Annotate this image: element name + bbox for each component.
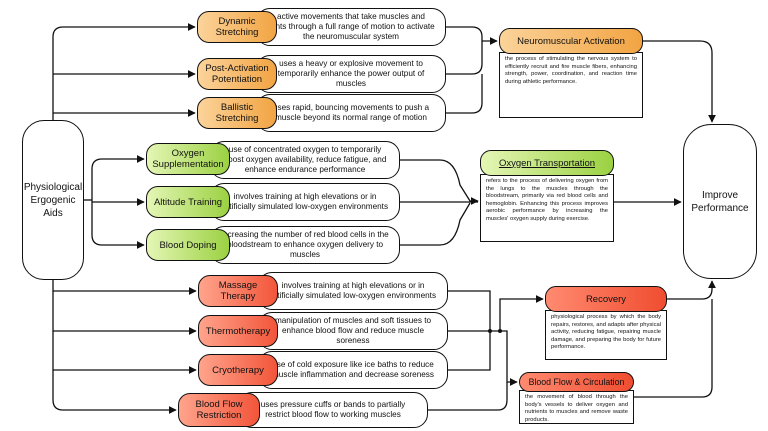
mechanism-node-neuromuscular-activation: Neuromuscular Activation (499, 28, 643, 54)
method-node-blood-doping: Blood Doping (146, 229, 230, 261)
method-desc-blood-doping: increasing the number of red blood cells… (210, 226, 400, 264)
edge-dynamic-to-neuromuscular (446, 26, 498, 45)
edge-root-blood-doping (91, 200, 145, 249)
method-desc-cryotherapy: use of cold exposure like ice baths to r… (258, 351, 448, 389)
method-desc-ballistic-stretching: uses rapid, bouncing movements to push a… (256, 94, 446, 132)
edge-circulation-to-improve (634, 299, 713, 398)
method-desc-dynamic-stretching: active movements that take muscles and j… (256, 8, 446, 46)
edge-root-thermotherapy (52, 291, 197, 335)
method-node-thermotherapy: Thermotherapy (198, 315, 278, 347)
edge-recovery-to-improve (667, 280, 716, 300)
method-node-cryotherapy: Cryotherapy (198, 354, 278, 386)
method-node-dynamic-stretching: Dynamic Stretching (197, 11, 277, 43)
method-node-oxygen-supplementation: Oxygen Supplementation (146, 143, 230, 175)
edge-massage-to-bus (448, 290, 491, 331)
outcome-label: Improve Performance (691, 189, 749, 214)
method-desc-thermotherapy: manipulation of muscles and soft tissues… (258, 312, 448, 350)
junction-dot-right (498, 329, 502, 333)
method-node-altitude-training: Altitude Training (146, 186, 230, 218)
edge-root-massage (52, 280, 197, 295)
root-label: Physiological Ergogenic Aids (23, 181, 83, 219)
mechanism-desc-recovery: physiological process by which the body … (545, 310, 667, 360)
method-node-post-activation-potentiation: Post-Activation Potentiation (197, 58, 277, 90)
method-desc-altitude-training: involves training at high elevations or … (210, 183, 400, 221)
mechanism-desc-neuromuscular-activation: the process of stimulating the nervous s… (499, 52, 643, 118)
mechanism-node-oxygen-transportation: Oxygen Transportation (480, 150, 614, 176)
edge-root-dynamic-stretching (52, 23, 196, 120)
method-desc-blood-flow-restriction: uses pressure cuffs or bands to partiall… (238, 392, 428, 428)
edge-bfr-to-circulation (428, 382, 508, 411)
method-desc-oxygen-supplementation: use of concentrated oxygen to temporaril… (210, 141, 400, 179)
method-node-ballistic-stretching: Ballistic Stretching (197, 97, 277, 129)
mechanism-node-blood-flow-circulation: Blood Flow & Circulation (519, 372, 634, 392)
mechanism-desc-oxygen-transportation: refers to the process of delivering oxyg… (480, 174, 614, 242)
edge-root-cryotherapy (52, 331, 197, 374)
root-node-physiological-ergogenic-aids: Physiological Ergogenic Aids (22, 120, 84, 280)
edge-root-bfr (52, 370, 177, 414)
method-node-blood-flow-restriction: Blood Flow Restriction (178, 393, 260, 427)
mechanism-node-recovery: Recovery (545, 286, 667, 312)
method-desc-post-activation-potentiation: uses a heavy or explosive movement to te… (256, 55, 446, 93)
mechanism-desc-blood-flow-circulation: the movement of blood through the body's… (519, 390, 634, 424)
edge-neuromuscular-to-improve (643, 40, 716, 123)
method-desc-massage-therapy: involves training at high elevations or … (258, 272, 448, 310)
method-node-massage-therapy: Massage Therapy (198, 275, 278, 307)
junction-dot-left (488, 329, 492, 333)
edge-ballistic-to-neuromuscular (446, 74, 483, 114)
edge-bus-to-circulation (500, 330, 518, 386)
edge-cryo-to-bus (448, 331, 491, 371)
edge-bus-to-recovery (499, 295, 544, 331)
edge-doping-to-transport (400, 202, 471, 246)
edge-root-oxygen-supplementation (91, 155, 145, 200)
edge-oxysupp-to-transport (400, 159, 479, 205)
outcome-node-improve-performance: Improve Performance (683, 124, 757, 279)
edge-pap-to-neuromuscular (446, 41, 483, 75)
